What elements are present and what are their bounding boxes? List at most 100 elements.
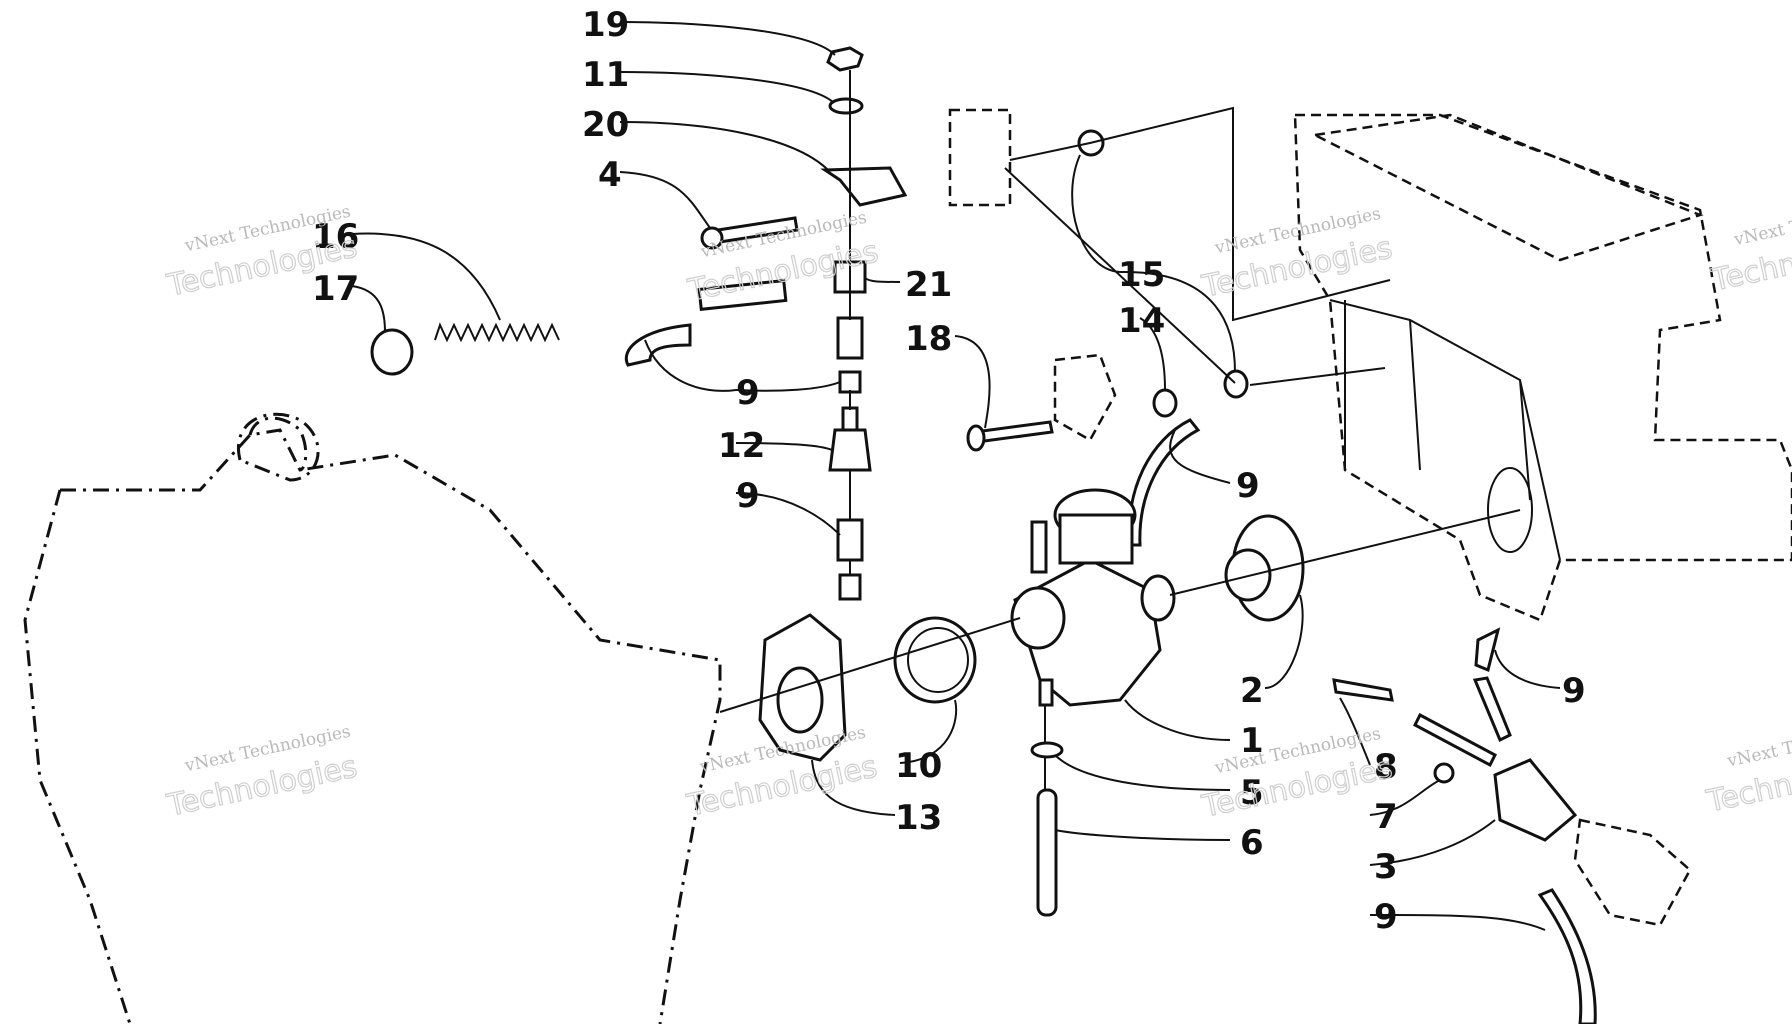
callout-16: 16 bbox=[312, 217, 359, 257]
pump-manifold bbox=[1573, 818, 1692, 927]
leader-line bbox=[619, 121, 831, 173]
callout-5: 5 bbox=[1240, 773, 1264, 813]
grommet bbox=[1223, 369, 1249, 399]
leader-line bbox=[619, 171, 711, 229]
callout-4: 4 bbox=[598, 155, 622, 195]
leader-line bbox=[1369, 819, 1496, 866]
callout-18: 18 bbox=[905, 319, 952, 359]
leader-line bbox=[1369, 914, 1546, 931]
callout-9-pump-outlet: 9 bbox=[1374, 897, 1398, 937]
airbox-lid bbox=[1310, 113, 1704, 262]
bushing bbox=[1152, 388, 1178, 418]
pump-nut bbox=[1433, 762, 1455, 784]
callout-9-pump-hose: 9 bbox=[1562, 671, 1586, 711]
fuel-hose-curve bbox=[624, 323, 692, 367]
engine-cylinder-outline bbox=[236, 412, 320, 482]
intake-flange-port bbox=[776, 666, 824, 734]
carburetor-cap-body bbox=[1058, 513, 1134, 565]
leader-line bbox=[864, 277, 901, 283]
callout-20: 20 bbox=[582, 105, 629, 145]
bracket bbox=[820, 166, 908, 207]
callout-11: 11 bbox=[582, 55, 629, 95]
leader-line bbox=[351, 285, 386, 333]
callout-13: 13 bbox=[895, 798, 942, 838]
leader-line bbox=[619, 21, 836, 56]
fuel-line-segment bbox=[836, 518, 864, 562]
intake-boot-neck bbox=[1224, 548, 1272, 602]
leader-line bbox=[1139, 317, 1166, 391]
carburetor-screw bbox=[1030, 520, 1048, 574]
leader-line bbox=[1119, 270, 1236, 373]
drain-tube bbox=[1036, 788, 1058, 917]
leader-line bbox=[1169, 429, 1231, 484]
callout-17: 17 bbox=[312, 269, 359, 309]
assembly-axis bbox=[1249, 367, 1386, 386]
leader-line bbox=[351, 232, 501, 321]
nut bbox=[826, 46, 864, 72]
callout-14: 14 bbox=[1118, 301, 1165, 341]
assembly-axis bbox=[1004, 106, 1391, 384]
callout-9-filter-line: 9 bbox=[736, 476, 760, 516]
pump-outlet-hose bbox=[1537, 888, 1597, 1024]
callout-2: 2 bbox=[1240, 671, 1264, 711]
leader-line bbox=[735, 492, 841, 536]
leader-line bbox=[1264, 594, 1304, 689]
leader-line bbox=[1054, 754, 1231, 791]
watermark: vNext Technologies Technologies bbox=[1707, 195, 1792, 299]
leader-line bbox=[1339, 697, 1371, 766]
fuel-line-upper bbox=[697, 278, 788, 311]
clamp-ring bbox=[370, 328, 414, 376]
watermark: vNext Technologies Technologies bbox=[1702, 717, 1792, 820]
mount-bracket bbox=[1053, 353, 1117, 442]
airbox-outline bbox=[1293, 113, 1792, 622]
drain-clip bbox=[1030, 741, 1064, 759]
pump-hose bbox=[1413, 712, 1497, 768]
assembly-axis bbox=[719, 509, 1521, 713]
leader-line bbox=[1494, 649, 1561, 689]
leader-line bbox=[619, 71, 835, 104]
callout-15: 15 bbox=[1118, 255, 1165, 295]
leader-line bbox=[735, 442, 833, 451]
callout-10: 10 bbox=[895, 746, 942, 786]
bolt-head bbox=[966, 424, 986, 452]
leader-line bbox=[954, 335, 991, 429]
callout-12: 12 bbox=[718, 426, 765, 466]
carburetor-inlet bbox=[1010, 586, 1066, 650]
callout-9-vent-hose: 9 bbox=[1236, 466, 1260, 506]
leader-line bbox=[644, 339, 737, 392]
callout-21: 21 bbox=[905, 265, 952, 305]
watermark: vNext Technologies Technologies bbox=[163, 722, 361, 825]
fuel-line-segment bbox=[836, 316, 864, 360]
engine-outline bbox=[23, 416, 722, 1024]
pump-hose-short bbox=[1474, 627, 1501, 673]
fuel-pump bbox=[1493, 758, 1578, 842]
callout-9-fuel-line: 9 bbox=[736, 373, 760, 413]
fuel-line-segment bbox=[838, 573, 862, 601]
fuel-filter bbox=[828, 428, 872, 472]
carburetor-outlet bbox=[1140, 574, 1176, 622]
airbox-port bbox=[1487, 467, 1533, 553]
callout-8: 8 bbox=[1374, 747, 1398, 787]
airbox-body bbox=[1329, 299, 1561, 561]
leader-line bbox=[1369, 779, 1441, 816]
spring bbox=[434, 322, 560, 343]
leader-line bbox=[811, 759, 896, 816]
vent-hose bbox=[1127, 418, 1201, 547]
fuel-filter-nozzle bbox=[841, 406, 859, 432]
leader-line bbox=[899, 699, 958, 764]
clamp-inner bbox=[907, 627, 969, 693]
watermark-text: vNext Technologies bbox=[1731, 195, 1792, 250]
fuel-line-segment bbox=[838, 370, 862, 394]
vent-box bbox=[948, 108, 1012, 207]
pump-hose bbox=[1472, 676, 1512, 743]
leader-line bbox=[735, 381, 841, 392]
callout-6: 6 bbox=[1240, 823, 1264, 863]
callout-1: 1 bbox=[1240, 721, 1264, 761]
watermark: vNext Technologies Technologies bbox=[1198, 724, 1396, 826]
drain-fitting bbox=[1038, 678, 1054, 707]
callout-19: 19 bbox=[582, 5, 629, 45]
leader-line bbox=[1124, 699, 1231, 741]
bolt bbox=[973, 420, 1054, 444]
leader-line bbox=[1054, 829, 1231, 841]
